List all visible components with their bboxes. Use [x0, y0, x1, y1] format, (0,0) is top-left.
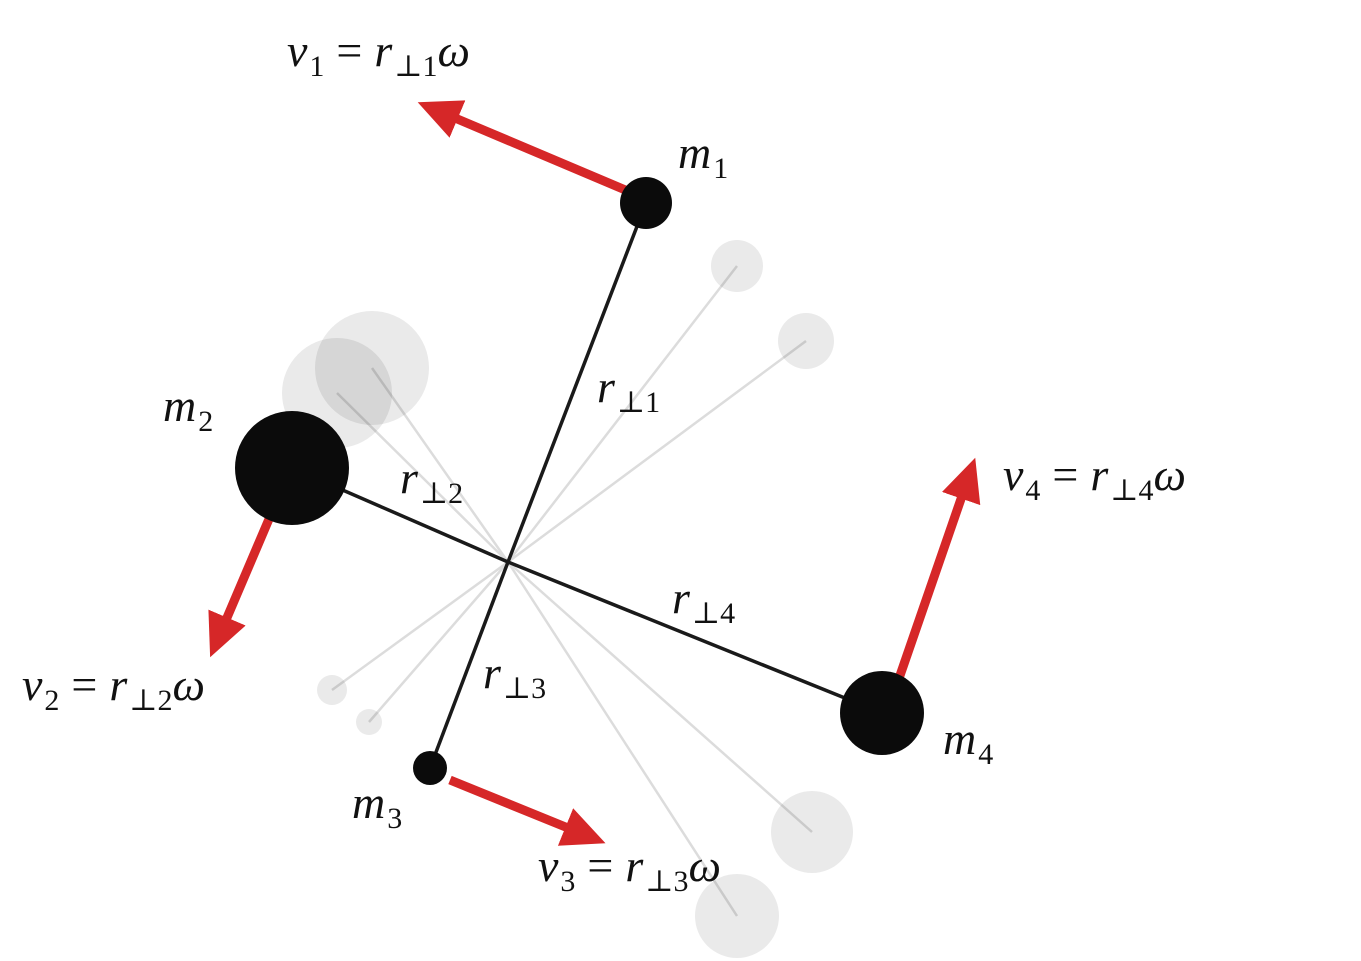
ghost-mass-m4-a — [771, 791, 853, 873]
v-symbol: v — [1003, 449, 1024, 500]
radius-subscript: ⊥4 — [691, 596, 736, 630]
radius-symbol: r — [400, 452, 418, 503]
mass-circle-m4 — [840, 671, 924, 755]
ghost-rod-m1-b — [507, 339, 807, 564]
radius-subscript: ⊥2 — [419, 476, 464, 510]
ghost-mass-m2-a — [315, 311, 429, 425]
radius-label-r4: r⊥4 — [672, 575, 735, 629]
r-subscript: ⊥4 — [1110, 473, 1154, 507]
mass-symbol: m — [352, 777, 386, 828]
equals-sign: = — [1052, 449, 1079, 500]
velocity-arrow-v2 — [208, 510, 277, 658]
ghost-rod-m4-b — [506, 561, 739, 917]
rod-r3 — [428, 561, 510, 769]
v-subscript: 3 — [560, 864, 576, 898]
radius-label-r1: r⊥1 — [597, 364, 660, 418]
ghost-rod-m1-a — [507, 265, 738, 563]
mass-subscript: 3 — [387, 801, 403, 835]
velocity-label-v2: v2 =r⊥2ω — [22, 662, 205, 716]
v-symbol: v — [22, 659, 43, 710]
omega-symbol: ω — [688, 840, 721, 891]
ghost-rod-m2-b — [336, 392, 509, 563]
mass-circle-m2 — [235, 411, 349, 525]
ghost-mass-m1-b — [778, 313, 834, 369]
radius-label-r2: r⊥2 — [400, 455, 463, 509]
mass-symbol: m — [163, 380, 197, 431]
mass-subscript: 2 — [198, 404, 214, 438]
ghost-mass-m4-b — [695, 874, 779, 958]
equals-sign: = — [71, 659, 98, 710]
r-subscript: ⊥1 — [394, 49, 438, 83]
velocity-label-v3: v3 =r⊥3ω — [538, 843, 721, 897]
radius-subscript: ⊥1 — [616, 385, 661, 419]
equals-sign: = — [336, 25, 363, 76]
omega-symbol: ω — [437, 25, 470, 76]
ghost-mass-m3-a — [317, 675, 347, 705]
r-subscript: ⊥3 — [645, 864, 689, 898]
ghost-rod-m3-b — [368, 561, 509, 723]
ghost-rod-m4-a — [507, 561, 813, 833]
radius-symbol: r — [672, 572, 690, 623]
radius-label-r3: r⊥3 — [483, 650, 546, 704]
omega-symbol: ω — [172, 659, 205, 710]
mass-symbol: m — [678, 127, 712, 178]
ghost-mass-m3-b — [356, 709, 382, 735]
radius-subscript: ⊥3 — [502, 671, 547, 705]
v-subscript: 2 — [44, 683, 60, 717]
r-symbol: r — [1090, 449, 1109, 500]
r-subscript: ⊥2 — [129, 683, 173, 717]
mass-label-m4: m4 — [943, 716, 993, 770]
ghost-rod-m2-a — [370, 367, 510, 563]
mass-label-m1: m1 — [678, 130, 728, 184]
velocity-label-v1: v1 =r⊥1ω — [287, 28, 470, 82]
ghost-mass-m1-a — [711, 240, 763, 292]
mass-subscript: 4 — [978, 737, 994, 771]
velocity-label-v4: v4 =r⊥4ω — [1003, 452, 1186, 506]
r-symbol: r — [109, 659, 128, 710]
rod-r1 — [506, 202, 648, 563]
mass-circle-m3 — [413, 751, 447, 785]
equals-sign: = — [587, 840, 614, 891]
mass-circle-m1 — [620, 177, 672, 229]
mass-symbol: m — [943, 713, 977, 764]
velocity-arrow-v3 — [448, 775, 606, 846]
radius-symbol: r — [597, 361, 615, 412]
v-subscript: 4 — [1025, 473, 1041, 507]
r-symbol: r — [625, 840, 644, 891]
mass-subscript: 1 — [713, 151, 729, 185]
v-subscript: 1 — [309, 49, 325, 83]
radius-symbol: r — [483, 647, 501, 698]
mass-label-m3: m3 — [352, 780, 402, 834]
v-symbol: v — [287, 25, 308, 76]
velocity-arrow-v4 — [890, 457, 981, 692]
omega-symbol: ω — [1153, 449, 1186, 500]
mass-label-m2: m2 — [163, 383, 213, 437]
ghost-rod-m3-a — [331, 560, 509, 692]
velocity-arrow-v1 — [417, 100, 644, 202]
v-symbol: v — [538, 840, 559, 891]
r-symbol: r — [374, 25, 393, 76]
rod-r4 — [507, 560, 883, 715]
